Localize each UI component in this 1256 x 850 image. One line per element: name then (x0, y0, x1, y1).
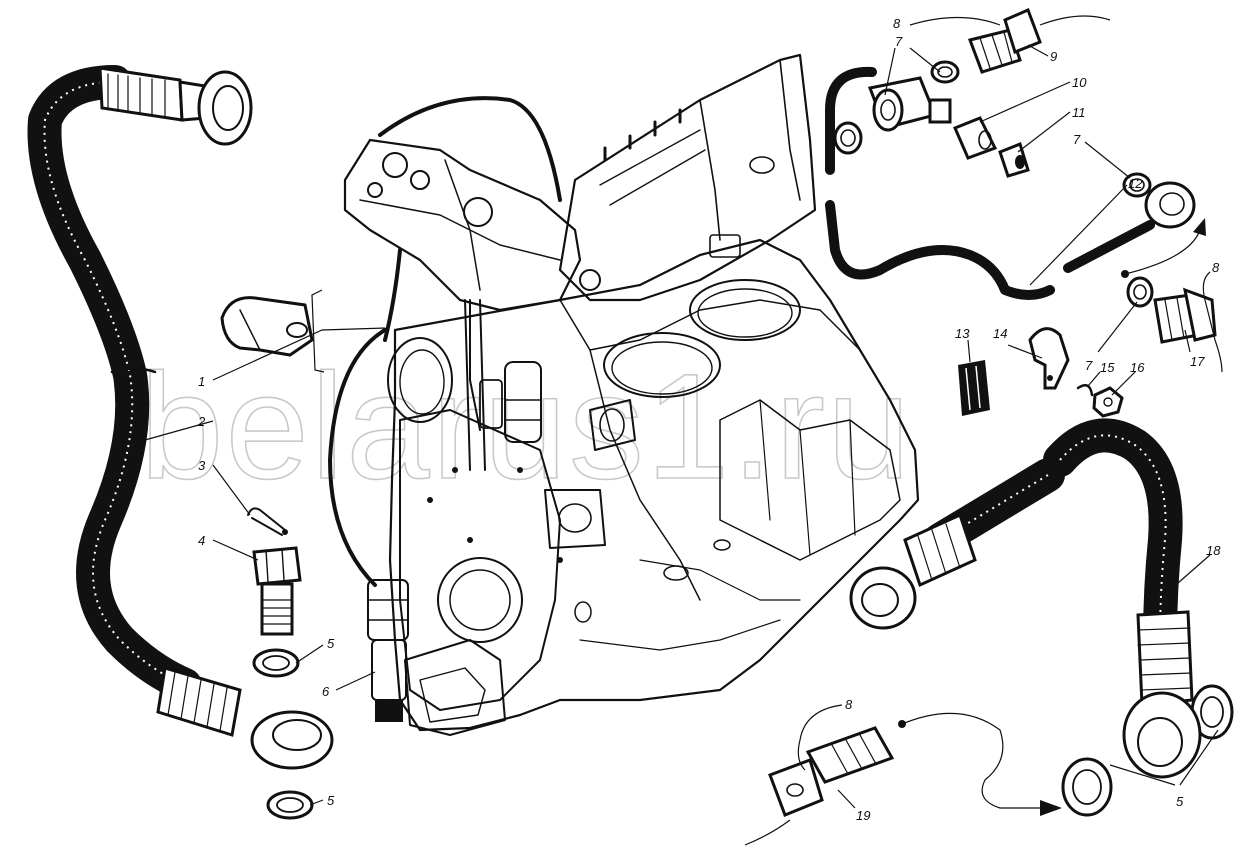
nipple-11 (998, 142, 1030, 178)
callout-8-top: 8 (893, 16, 901, 31)
clamp-1 (220, 289, 325, 373)
washer-7-mid (1126, 276, 1154, 308)
hose-2 (27, 65, 334, 770)
nut-16 (1092, 386, 1124, 418)
callout-12: 12 (1128, 176, 1143, 191)
fitting-assembly-6 (367, 579, 409, 722)
watermark: belarus1.ru (140, 342, 912, 510)
fuel-return-line (328, 328, 387, 587)
callout-6: 6 (322, 684, 330, 699)
callout-16: 16 (1130, 360, 1145, 375)
injection-pump-assembly (343, 53, 817, 471)
callout-7-mid: 7 (1085, 358, 1093, 373)
callout-19: 19 (856, 808, 870, 823)
bolt-4 (252, 546, 302, 636)
plate-13 (958, 360, 990, 416)
washer-7-left (833, 121, 863, 155)
callout-4: 4 (198, 533, 205, 548)
assembly-arrow (898, 712, 1062, 816)
nut-10 (953, 116, 998, 160)
callout-5-lower: 5 (327, 793, 335, 808)
callout-17: 17 (1190, 354, 1205, 369)
bolt-19 (768, 726, 895, 817)
assembly-arrow-top (1121, 218, 1206, 278)
hose-18 (849, 418, 1202, 779)
pin-3 (247, 507, 288, 536)
callout-9: 9 (1050, 49, 1057, 64)
callout-3: 3 (198, 458, 206, 473)
callout-14: 14 (993, 326, 1007, 341)
callout-13: 13 (955, 326, 970, 341)
callout-10: 10 (1072, 75, 1087, 90)
washer-15 (1076, 383, 1094, 397)
washer-5-lower (266, 790, 314, 820)
bolt-17 (1153, 287, 1217, 344)
washer-5-right-a (1061, 757, 1113, 817)
tee-fitting (867, 76, 952, 132)
callout-11: 11 (1072, 105, 1086, 120)
pipe-12 (825, 66, 1196, 300)
callout-15: 15 (1100, 360, 1115, 375)
leader-lines (144, 15, 1223, 846)
bolt-9 (968, 7, 1042, 74)
callout-7-right: 7 (1073, 132, 1081, 147)
callout-8-right: 8 (1212, 260, 1220, 275)
callout-7-top: 7 (895, 34, 903, 49)
washer-7-top (930, 60, 960, 84)
callout-2: 2 (197, 414, 206, 429)
callout-18: 18 (1206, 543, 1221, 558)
callout-5-upper: 5 (327, 636, 335, 651)
washer-7-right (1122, 172, 1152, 198)
callout-5-right: 5 (1176, 794, 1184, 809)
callout-1: 1 (198, 374, 205, 389)
bracket-14 (1028, 327, 1070, 390)
callout-labels: 1 2 3 4 5 5 5 6 7 7 7 8 8 8 9 10 11 12 1… (197, 16, 1221, 823)
washer-5-upper (252, 648, 300, 678)
engine-block (387, 238, 920, 736)
callout-8-bottom: 8 (845, 697, 853, 712)
